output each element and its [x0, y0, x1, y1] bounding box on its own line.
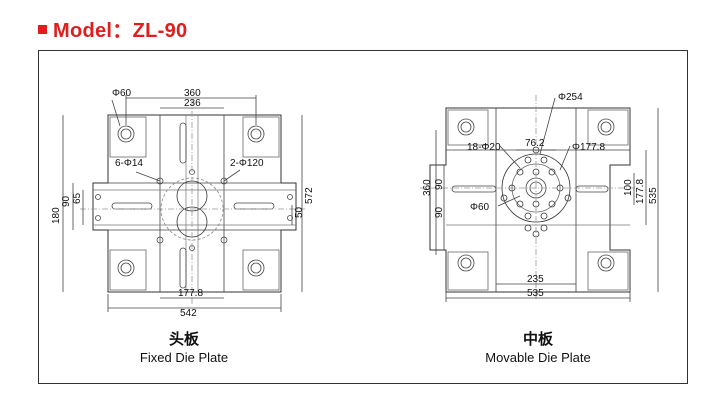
movable-die-plate-drawing — [420, 95, 659, 302]
fixed-label-180: 180 — [51, 207, 62, 224]
fixed-label-236: 236 — [184, 98, 201, 109]
movable-label-177-8: 177.8 — [635, 179, 646, 204]
fixed-die-plate-drawing — [62, 95, 305, 312]
drawing-frame — [38, 50, 688, 384]
fixed-caption-en: Fixed Die Plate — [139, 350, 229, 365]
fixed-label-542: 542 — [180, 308, 197, 319]
movable-label-phi177-8: Φ177.8 — [572, 142, 605, 153]
fixed-label-2-phi120: 2-Φ120 — [230, 158, 264, 169]
movable-label-535-bottom: 535 — [527, 288, 544, 299]
movable-caption-en: Movable Die Plate — [485, 350, 591, 365]
movable-label-76-2: 76.2 — [525, 138, 545, 149]
movable-label-100: 100 — [623, 179, 634, 196]
movable-label-360: 360 — [422, 179, 433, 196]
movable-label-18-phi20: 18-Φ20 — [467, 142, 501, 153]
fixed-die-plate-caption: 头板 Fixed Die Plate — [84, 329, 284, 367]
fixed-die-plate-labels: Φ60 360 236 6-Φ14 2-Φ120 90 65 180 572 5… — [51, 88, 315, 319]
fixed-label-572: 572 — [304, 187, 315, 204]
fixed-label-6-phi14: 6-Φ14 — [115, 158, 143, 169]
fixed-label-360: 360 — [184, 88, 201, 99]
fixed-label-65: 65 — [72, 192, 83, 204]
movable-label-90-upper: 90 — [434, 178, 445, 190]
movable-label-90-lower: 90 — [434, 206, 445, 218]
movable-label-235: 235 — [527, 274, 544, 285]
fixed-label-phi60: Φ60 — [112, 88, 132, 99]
movable-label-phi60: Φ60 — [470, 202, 490, 213]
movable-die-plate-caption: 中板 Movable Die Plate — [438, 329, 638, 367]
model-title: Model：ZL-90 — [53, 19, 188, 42]
bullet-square-icon — [38, 25, 47, 34]
fixed-label-50: 50 — [294, 206, 305, 218]
movable-die-plate-labels: Φ254 76.2 18-Φ20 Φ177.8 360 90 90 Φ60 10… — [422, 92, 659, 299]
fixed-caption-zh: 头板 — [168, 330, 199, 348]
fixed-label-177-8: 177.8 — [178, 288, 203, 299]
movable-label-phi254: Φ254 — [558, 92, 583, 103]
fixed-label-90: 90 — [61, 195, 72, 207]
movable-label-535-right: 535 — [648, 187, 659, 204]
model-header: Model：ZL-90 — [38, 12, 187, 44]
movable-caption-zh: 中板 — [522, 330, 553, 348]
